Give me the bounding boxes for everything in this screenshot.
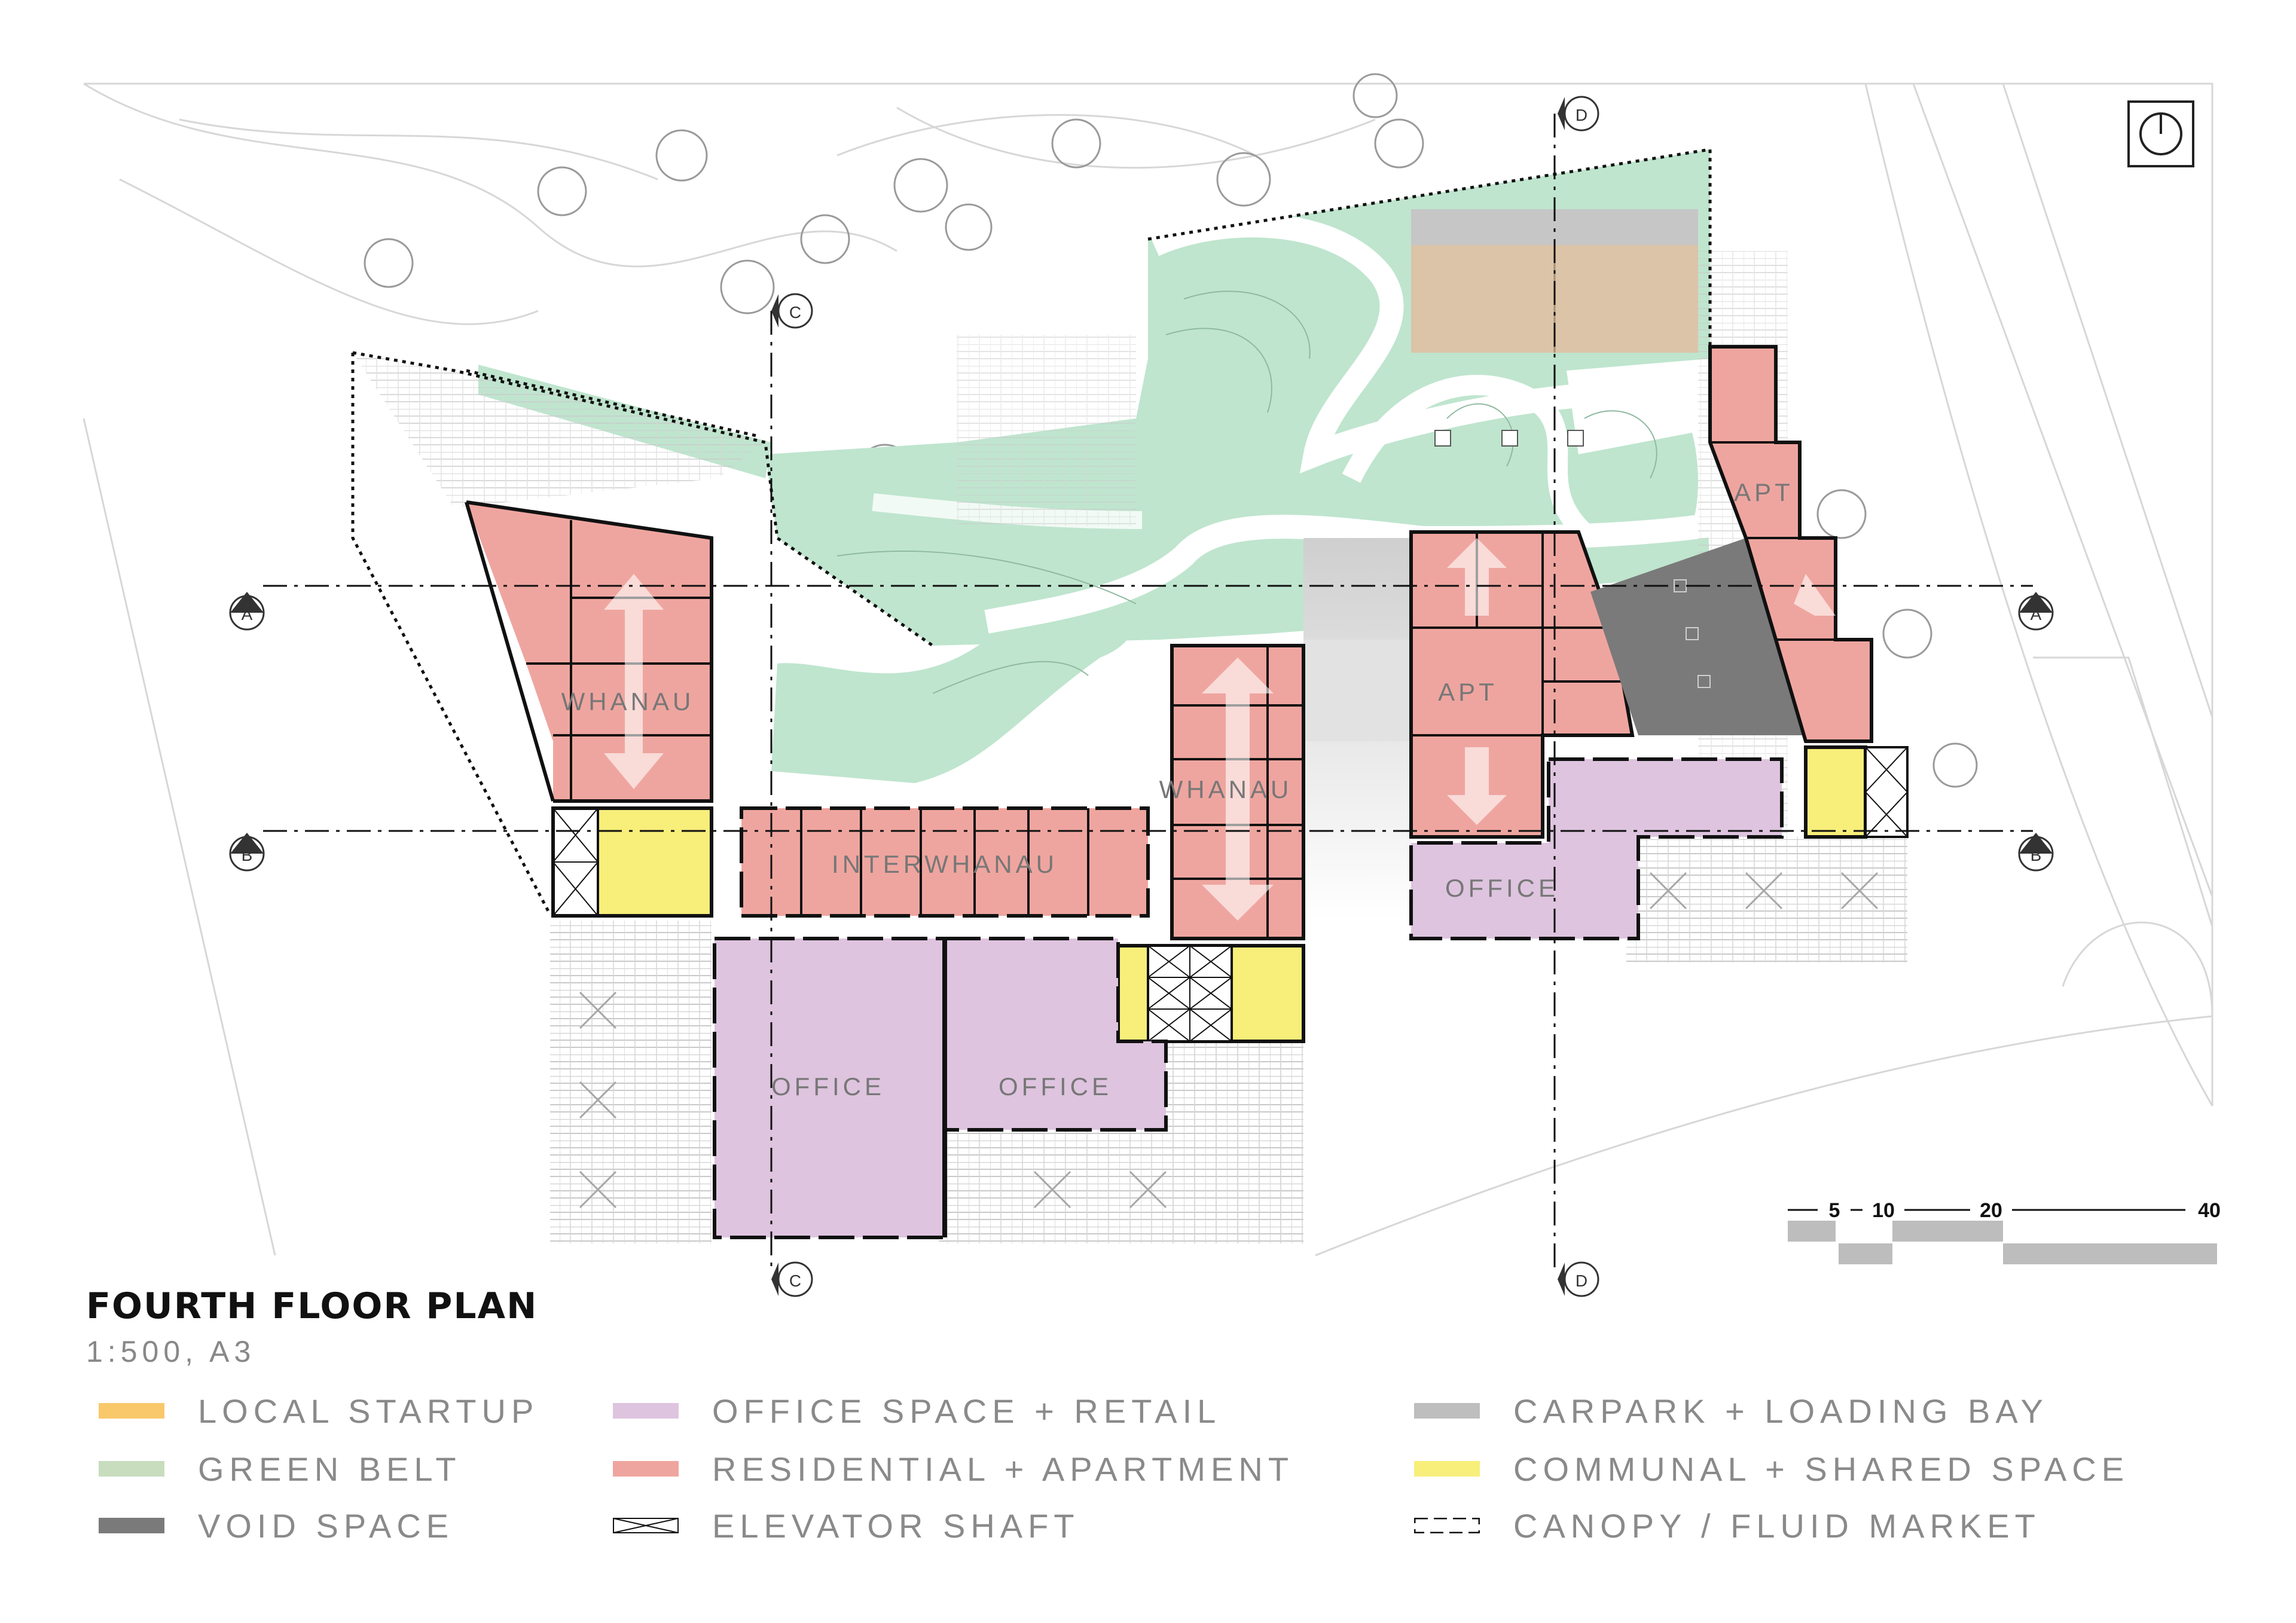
- mid-core: [1116, 944, 1305, 1043]
- void-gradient: [1303, 538, 1411, 921]
- section-d-top-label: D: [1576, 106, 1587, 124]
- legend-item-residential: RESIDENTIAL + APARTMENT: [613, 1450, 1294, 1488]
- office-bottom: [713, 937, 1168, 1239]
- legend-label-elevator-shaft: ELEVATOR SHAFT: [712, 1506, 1080, 1545]
- room-label-apt-right: APT: [1734, 478, 1794, 506]
- room-label-apt-mid: APT: [1438, 678, 1498, 706]
- whanau-mid-block: [1170, 644, 1305, 940]
- scale-tick-20: 20: [1980, 1199, 2002, 1222]
- north-arrow-icon: [2127, 100, 2194, 167]
- site-context: [83, 82, 2213, 1257]
- legend-swatch-local-startup: [99, 1403, 164, 1419]
- legend-label-carpark: CARPARK + LOADING BAY: [1513, 1392, 2048, 1430]
- elevator-shaft-icon: [613, 1518, 679, 1533]
- legend-swatch-green-belt: [99, 1461, 164, 1477]
- room-label-interwhanau: INTERWHANAU: [832, 850, 1058, 878]
- right-core: [1804, 745, 1909, 839]
- scale-tick-40: 40: [2198, 1199, 2221, 1222]
- section-marker-d-top: D: [1558, 96, 1599, 132]
- legend-label-office: OFFICE SPACE + RETAIL: [712, 1392, 1222, 1430]
- legend-item-office: OFFICE SPACE + RETAIL: [613, 1392, 1221, 1430]
- room-label-office-left: OFFICE: [771, 1072, 885, 1101]
- legend-label-void-space: VOID SPACE: [198, 1506, 454, 1545]
- legend-label-residential: RESIDENTIAL + APARTMENT: [712, 1450, 1294, 1488]
- section-d-bottom-label: D: [1576, 1271, 1587, 1290]
- section-a-left-label: A: [242, 605, 253, 623]
- scale-tick-10: 10: [1872, 1199, 1895, 1222]
- legend-label-canopy: CANOPY / FLUID MARKET: [1513, 1506, 2041, 1545]
- section-marker-b-left: B: [229, 833, 265, 872]
- legend-item-communal: COMMUNAL + SHARED SPACE: [1414, 1450, 2129, 1488]
- legend-item-canopy: CANOPY / FLUID MARKET: [1414, 1507, 2041, 1545]
- page-title: FOURTH FLOOR PLAN: [86, 1285, 538, 1327]
- legend-item-green-belt: GREEN BELT: [99, 1450, 462, 1488]
- section-a-right-label: A: [2031, 605, 2042, 623]
- section-marker-b-right: B: [2018, 833, 2054, 872]
- legend-swatch-communal: [1414, 1461, 1480, 1477]
- office-right: [1409, 757, 1784, 940]
- scale-note: 1:500, A3: [86, 1335, 256, 1368]
- legend-label-green-belt: GREEN BELT: [198, 1450, 462, 1488]
- section-c-bottom-label: C: [789, 1271, 801, 1290]
- room-label-whanau-mid: WHANAU: [1159, 775, 1293, 803]
- section-b-right-label: B: [2031, 846, 2042, 864]
- legend-swatch-carpark: [1414, 1403, 1480, 1419]
- section-marker-c-top: C: [771, 293, 813, 329]
- legend-swatch-residential: [613, 1461, 679, 1477]
- section-lines: [263, 114, 2033, 1273]
- apt-mid-block: [1409, 530, 1635, 839]
- legend-item-local-startup: LOCAL STARTUP: [99, 1392, 539, 1430]
- room-label-office-right: OFFICE: [1445, 874, 1559, 902]
- room-label-office-mid: OFFICE: [999, 1072, 1112, 1101]
- section-marker-d-bottom: D: [1558, 1261, 1599, 1297]
- section-c-top-label: C: [789, 303, 801, 322]
- room-label-whanau-left: WHANAU: [561, 687, 695, 716]
- section-marker-c-bottom: C: [771, 1261, 813, 1297]
- legend-item-carpark: CARPARK + LOADING BAY: [1414, 1392, 2048, 1430]
- whanau-left-block: [465, 500, 713, 803]
- interwhanau-block: [740, 806, 1150, 918]
- perimeter-lines: [351, 148, 1712, 916]
- left-core: [551, 806, 713, 918]
- scale-tick-5: 5: [1829, 1199, 1840, 1222]
- legend-label-communal: COMMUNAL + SHARED SPACE: [1513, 1450, 2130, 1488]
- section-marker-a-right: A: [2018, 592, 2054, 631]
- section-marker-a-left: A: [229, 592, 265, 631]
- legend-item-elevator-shaft: ELEVATOR SHAFT: [613, 1507, 1080, 1545]
- legend-swatch-office: [613, 1403, 679, 1419]
- section-b-left-label: B: [242, 846, 253, 864]
- apt-right-block: [1708, 345, 1873, 743]
- scale-bar: 5 10 20 40: [1788, 1199, 2221, 1264]
- legend-item-void-space: VOID SPACE: [99, 1507, 454, 1545]
- legend-swatch-void-space: [99, 1518, 164, 1533]
- legend-label-local-startup: LOCAL STARTUP: [198, 1392, 539, 1430]
- canopy-dash-icon: [1414, 1518, 1480, 1533]
